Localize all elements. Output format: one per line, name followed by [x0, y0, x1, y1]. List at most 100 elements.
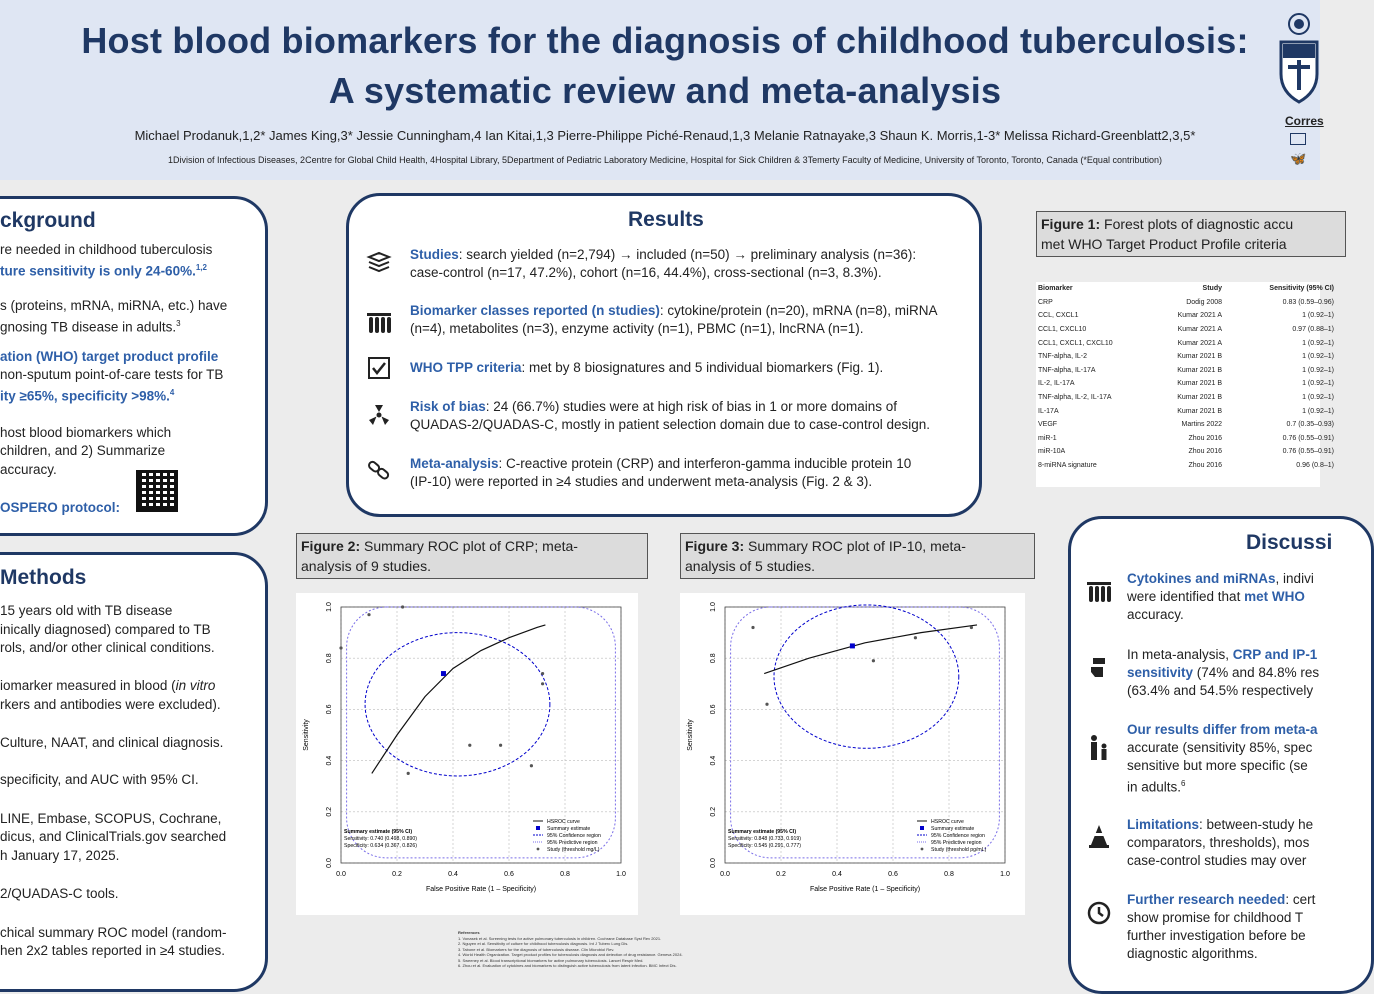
methods-title: Methods	[0, 566, 87, 589]
y-tick-label: 0.4	[326, 756, 333, 766]
table-header-row: Biomarker Study Sensitivity (95% CI)	[1036, 282, 1336, 296]
table-row: miR-10A Zhou 2016 0.76 (0.55–0.91)	[1036, 445, 1336, 459]
plot-frame	[724, 606, 1006, 864]
background-line: s (proteins, mRNA, miRNA, etc.) have	[0, 298, 228, 313]
cell-study: Zhou 2016	[1188, 448, 1222, 456]
parent-child-icon	[1086, 734, 1112, 760]
cell-study: Kumar 2021 A	[1177, 312, 1222, 320]
summary-estimate-text: Sensitivity: 0.848 (0.733, 0.919)	[728, 836, 801, 842]
cell-sensitivity: 1 (0.92–1)	[1302, 394, 1334, 402]
results-title: Results	[628, 208, 704, 231]
cell-study: Zhou 2016	[1188, 462, 1222, 470]
cell-biomarker: CCL, CXCL1	[1038, 312, 1079, 320]
header-study: Study	[1202, 285, 1222, 293]
author-list: Michael Prodanuk,1,2* James King,3* Jess…	[134, 128, 1196, 143]
legend-swatch	[920, 826, 924, 830]
y-tick-label: 0.0	[710, 858, 717, 868]
legend-label: 95% Predictive region	[547, 840, 598, 846]
study-point	[468, 743, 472, 747]
cell-biomarker: IL-2, IL-17A	[1038, 380, 1075, 388]
background-line: gnosing TB disease in adults.3	[0, 319, 181, 335]
summary-estimate-text: Summary estimate (95% CI)	[344, 829, 412, 835]
results-item-studies: Studies: search yielded (n=2,794) → incl…	[410, 247, 917, 280]
hsroc-curve	[764, 624, 978, 675]
correspondence-label: Corres	[1285, 114, 1324, 128]
cell-biomarker: TNF-alpha, IL-2, IL-17A	[1038, 394, 1112, 402]
figure1-caption: Figure 1: Forest plots of diagnostic acc…	[1036, 211, 1346, 257]
cell-sensitivity: 0.96 (0.8–1)	[1296, 462, 1334, 470]
figure2-svg: 0.00.00.20.20.40.40.60.60.80.81.01.0Fals…	[303, 602, 626, 893]
background-line: ation (WHO) target product profile	[0, 349, 219, 364]
legend-label: 95% Confidence region	[931, 833, 985, 839]
background-line: accuracy.	[0, 462, 57, 477]
y-tick-label: 1.0	[326, 602, 333, 612]
x-axis-label: False Positive Rate (1 – Specificity)	[426, 886, 536, 893]
y-tick-label: 1.0	[710, 602, 717, 612]
test-tubes-icon	[1086, 578, 1112, 604]
legend-label: Summary estimate	[931, 826, 974, 832]
y-tick-label: 0.6	[326, 704, 333, 714]
references-label: References	[458, 930, 480, 935]
x-tick-label: 1.0	[616, 871, 626, 878]
study-point	[401, 605, 405, 609]
cell-biomarker: 8-miRNA signature	[1038, 462, 1097, 470]
reference-item: 5. Sweeney et al. Blood transcriptional …	[458, 957, 644, 963]
x-tick-label: 0.2	[392, 871, 402, 878]
x-tick-label: 1.0	[1000, 871, 1010, 878]
summary-estimate-text: Specificity: 0.634 (0.367, 0.826)	[344, 843, 417, 849]
summary-estimate-text: Specificity: 0.545 (0.291, 0.777)	[728, 843, 801, 849]
background-line: ity ≥65%, specificity >98%.4	[0, 388, 175, 404]
cell-sensitivity: 1 (0.92–1)	[1302, 407, 1334, 415]
traffic-cone-icon	[1086, 823, 1112, 849]
discussion-panel	[1068, 516, 1374, 994]
reference-item: 6. Zhou et al. Evaluation of cytokines a…	[458, 963, 677, 968]
table-row: 8-miRNA signature Zhou 2016 0.96 (0.8–1)	[1036, 459, 1336, 473]
cell-sensitivity: 0.76 (0.55–0.91)	[1282, 448, 1334, 456]
university-crest-icon	[1279, 13, 1319, 104]
cell-biomarker: IL-17A	[1038, 407, 1059, 415]
cell-biomarker: miR-10A	[1038, 448, 1066, 456]
methods-line: specificity, and AUC with 95% CI.	[0, 772, 199, 787]
email-icon[interactable]	[1290, 133, 1306, 145]
cell-biomarker: TNF-alpha, IL-17A	[1038, 366, 1096, 374]
study-point	[913, 636, 917, 640]
x-tick-label: 0.8	[560, 871, 570, 878]
study-point	[499, 743, 503, 747]
methods-line: rkers and antibodies were excluded).	[0, 697, 221, 712]
cell-study: Kumar 2021 A	[1177, 326, 1222, 334]
study-point	[367, 613, 371, 617]
cell-biomarker: miR-1	[1038, 434, 1057, 442]
figure3-caption: Figure 3: Summary ROC plot of IP-10, met…	[680, 533, 1035, 579]
legend-label: Summary estimate	[547, 826, 590, 832]
qr-code[interactable]	[136, 470, 178, 512]
methods-line: rols, and/or other clinical conditions.	[0, 640, 215, 655]
discussion-title: Discussi	[1246, 531, 1333, 554]
cell-sensitivity: 0.7 (0.35–0.93)	[1286, 421, 1334, 429]
summary-estimate-text: Sensitivity: 0.740 (0.498, 0.890)	[344, 836, 417, 842]
methods-line: 15 years old with TB disease	[0, 603, 173, 618]
cell-study: Kumar 2021 B	[1177, 353, 1222, 361]
legend-label: 95% Confidence region	[547, 833, 601, 839]
cell-biomarker: TNF-alpha, IL-2	[1038, 353, 1088, 361]
y-tick-label: 0.4	[710, 756, 717, 766]
bluesky-icon[interactable]: 🦋	[1290, 151, 1307, 166]
cell-biomarker: CCL1, CXCL10	[1038, 326, 1087, 334]
x-tick-label: 0.4	[448, 871, 458, 878]
cell-study: Kumar 2021 B	[1177, 366, 1222, 374]
results-item-risk-of-bias: Risk of bias: 24 (66.7%) studies were at…	[410, 399, 930, 432]
x-tick-label: 0.6	[504, 871, 514, 878]
x-tick-label: 0.6	[888, 871, 898, 878]
summary-estimate-text: Summary estimate (95% CI)	[728, 829, 796, 835]
methods-panel	[0, 552, 268, 992]
poster-title-line1: Host blood biomarkers for the diagnosis …	[81, 20, 1249, 61]
reference-item: 1. Vonasek et al. Screening tests for ac…	[458, 935, 662, 941]
